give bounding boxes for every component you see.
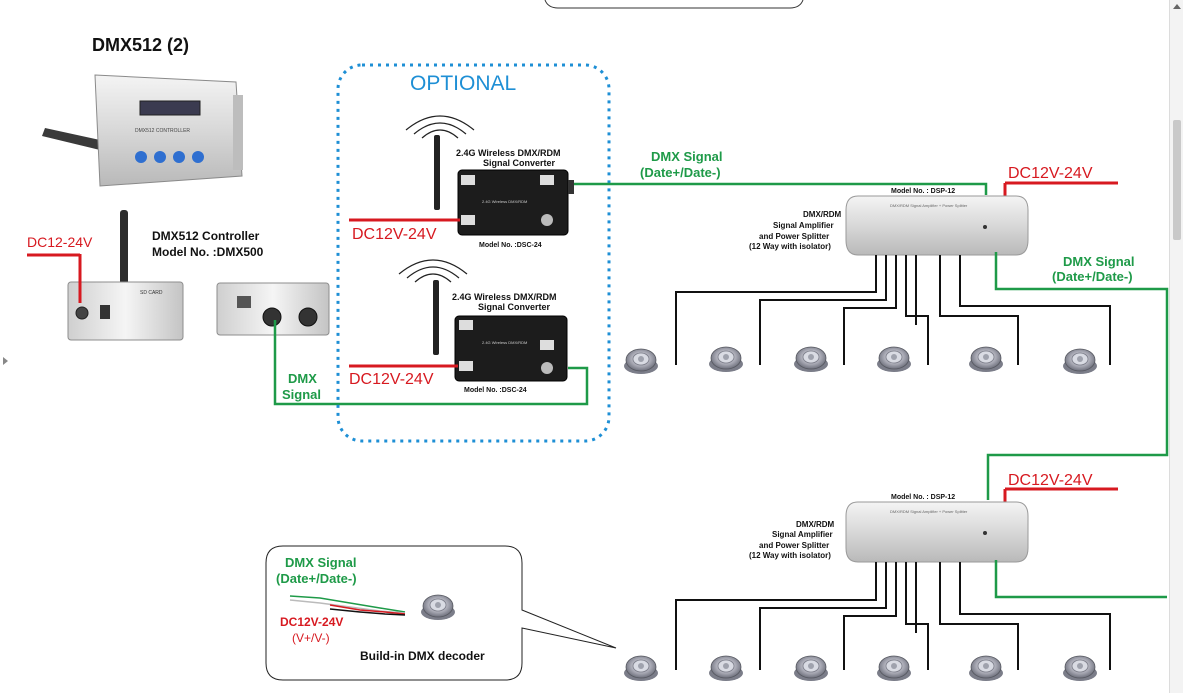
svg-text:2.4G Wireless DMX/RDM: 2.4G Wireless DMX/RDM: [482, 340, 527, 345]
splitter-bottom-desc-4: (12 Way with isolator): [749, 551, 831, 560]
lamp: [968, 655, 1004, 682]
svg-text:2.4G Wireless DMX/RDM: 2.4G Wireless DMX/RDM: [482, 199, 527, 204]
collapse-arrow-icon[interactable]: [3, 357, 8, 365]
lamp: [876, 346, 912, 373]
callout-signal-label-2: (Date+/Date-): [276, 571, 357, 586]
splitter-bottom-model: Model No. : DSP-12: [891, 494, 955, 501]
splitter-bottom-device: DMX/RDM Signal Amplifier + Power Splitte…: [845, 501, 1029, 563]
optional-frame: [336, 63, 611, 443]
lamp: [708, 346, 744, 373]
callout-signal-label: DMX Signal: [285, 555, 357, 570]
controller-name: DMX512 Controller: [152, 229, 260, 243]
lamps-bottom: [623, 655, 1098, 682]
splitter-bottom-power-label: DC12V-24V: [1008, 472, 1093, 489]
converter-top-title-2: Signal Converter: [483, 158, 556, 168]
converter-top-model: Model No. :DSC-24: [479, 242, 542, 249]
dmx-signal-top-label-2: (Date+/Date-): [640, 165, 721, 180]
splitter-top-desc-4: (12 Way with isolator): [749, 242, 831, 251]
splitter-top-power-label: DC12V-24V: [1008, 165, 1093, 182]
dmx-signal-left-label: DMX: [288, 371, 317, 386]
optional-label: OPTIONAL: [410, 72, 516, 95]
top-box-edge: [544, 0, 804, 9]
splitter-top-desc-2: Signal Amplifier: [773, 221, 834, 230]
lamp: [623, 348, 659, 375]
lamps-top: [623, 346, 1098, 375]
lamp: [793, 655, 829, 682]
lamp: [708, 655, 744, 682]
lamp: [1062, 655, 1098, 682]
splitter-top-desc-1: DMX/RDM: [803, 210, 842, 219]
converter-bottom-title: 2.4G Wireless DMX/RDM: [452, 292, 556, 302]
controller-device: SD CARD: [67, 210, 184, 341]
dmx-signal-left-label-2: Signal: [282, 387, 321, 402]
lamp-wiring-bottom: [675, 562, 1111, 670]
lamp: [968, 346, 1004, 373]
controller-model: Model No. :DMX500: [152, 245, 264, 259]
converter-bottom-title-2: Signal Converter: [478, 302, 551, 312]
dmx-wire-right: [986, 252, 1169, 500]
lamp: [623, 655, 659, 682]
scroll-up-icon[interactable]: [1173, 4, 1181, 9]
splitter-top-model: Model No. : DSP-12: [891, 188, 955, 195]
controller-power-label: DC12-24V: [27, 234, 93, 250]
scroll-thumb[interactable]: [1173, 120, 1181, 240]
dmx-wire-left: [273, 320, 589, 406]
splitter-bottom-desc-2: Signal Amplifier: [772, 530, 833, 539]
callout-power-label: DC12V-24V: [280, 615, 343, 629]
dmx-signal-right-label: DMX Signal: [1063, 254, 1135, 269]
svg-text:DMX/RDM Signal Amplifier + Pow: DMX/RDM Signal Amplifier + Power Splitte…: [890, 509, 968, 514]
svg-text:DMX512 CONTROLLER: DMX512 CONTROLLER: [135, 128, 190, 134]
lamp: [1062, 348, 1098, 375]
lamp: [793, 346, 829, 373]
lamp: [876, 655, 912, 682]
controller-back-panel: [216, 282, 330, 336]
callout-power-label-2: (V+/V-): [292, 631, 330, 645]
decoder-callout: [265, 545, 617, 681]
converter-bottom-power-label: DC12V-24V: [349, 371, 434, 388]
converter-bottom-model: Model No. :DSC-24: [464, 387, 527, 394]
splitter-bottom-desc-3: and Power Splitter: [759, 541, 829, 550]
lamp-wiring-top: [675, 255, 1111, 365]
splitter-top-device: DMX/RDM Signal Amplifier + Power Splitte…: [845, 195, 1029, 256]
diagram-title: DMX512 (2): [92, 35, 189, 55]
splitter-top-desc-3: and Power Splitter: [759, 232, 829, 241]
vertical-scrollbar[interactable]: [1169, 0, 1183, 693]
converter-bottom: 2.4G Wireless DMX/RDM: [398, 259, 568, 382]
svg-text:DMX/RDM Signal Amplifier + Pow: DMX/RDM Signal Amplifier + Power Splitte…: [890, 203, 968, 208]
dmx-wire-top: [574, 182, 988, 195]
converter-top: 2.4G Wireless DMX/RDM: [405, 115, 574, 236]
dmx-signal-top-label: DMX Signal: [651, 149, 723, 164]
svg-text:SD CARD: SD CARD: [140, 290, 163, 296]
callout-decoder-label: Build-in DMX decoder: [360, 649, 485, 663]
converter-top-power-label: DC12V-24V: [352, 226, 437, 243]
controller-photo: DMX512 CONTROLLER: [42, 74, 243, 187]
dmx-signal-right-label-2: (Date+/Date-): [1052, 269, 1133, 284]
converter-top-title: 2.4G Wireless DMX/RDM: [456, 148, 560, 158]
splitter-bottom-desc-1: DMX/RDM: [796, 520, 835, 529]
dmx-wire-out: [994, 560, 1167, 599]
